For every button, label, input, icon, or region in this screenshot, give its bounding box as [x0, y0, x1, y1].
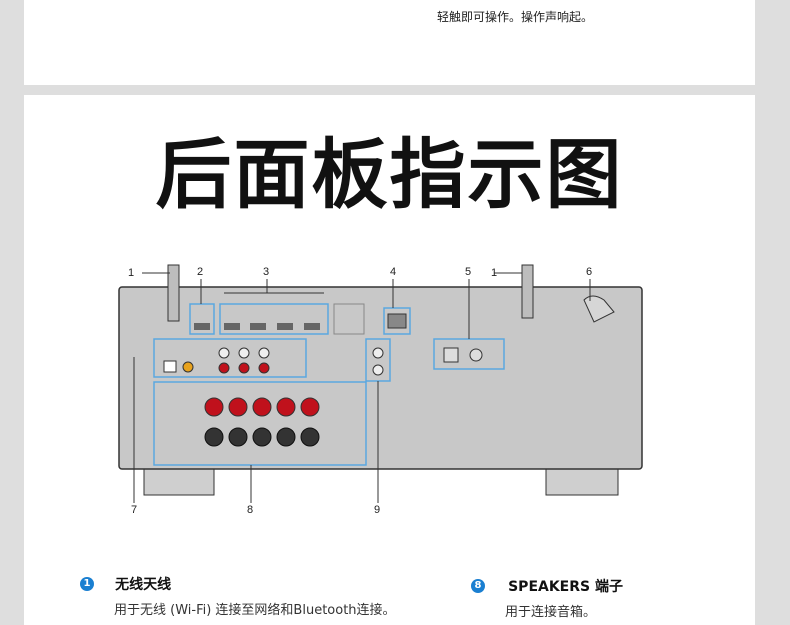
callout-8: 8: [247, 504, 254, 516]
callout-2: 2: [197, 266, 204, 278]
callout-9: 9: [374, 504, 381, 516]
speaker-terminal-black: [204, 427, 224, 447]
audio-jack: [218, 347, 230, 359]
speaker-terminal-black: [228, 427, 248, 447]
antenna-right: [521, 264, 534, 319]
main-content-card: 后面板指示图: [24, 95, 755, 625]
speaker-terminal-black: [300, 427, 320, 447]
hdmi-out-box: [189, 303, 215, 335]
item-description: 用于无线 (Wi-Fi) 连接至网络和Bluetooth连接。: [114, 602, 396, 618]
callout-7: 7: [131, 504, 138, 516]
subwoofer-jack: [372, 364, 384, 376]
speaker-terminals: [204, 397, 320, 447]
callout-6: 6: [586, 266, 593, 278]
legend-item-speakers-terminals: 8 SPEAKERS 端子 用于连接音箱。: [471, 575, 623, 620]
speaker-terminal-black: [252, 427, 272, 447]
power-cable: [583, 295, 615, 323]
callout-4: 4: [390, 266, 397, 278]
network-port: [387, 313, 407, 329]
speaker-terminal-red: [204, 397, 224, 417]
top-content-card: 轻触即可操作。操作声响起。: [24, 0, 755, 85]
hdmi-out-port: [194, 323, 210, 330]
fm-terminal: [469, 348, 483, 362]
page-title: 后面板指示图: [155, 130, 624, 219]
speaker-terminal-red: [276, 397, 296, 417]
antenna-left: [167, 264, 180, 322]
right-foot: [545, 466, 619, 496]
audio-inputs-box: [153, 338, 307, 378]
hdmi-blank-area: [333, 303, 365, 335]
touch-instruction-text: 轻触即可操作。操作声响起。: [437, 10, 594, 24]
speaker-terminal-red: [228, 397, 248, 417]
legend-item-wireless-antenna: 1 无线天线 用于无线 (Wi-Fi) 连接至网络和Bluetooth连接。: [80, 573, 396, 618]
hdmi-in-port: [250, 323, 266, 330]
hdmi-in-port: [224, 323, 240, 330]
item-title: 无线天线: [115, 576, 172, 593]
audio-jack: [238, 362, 250, 374]
callout-3: 3: [263, 266, 270, 278]
audio-jack: [218, 362, 230, 374]
item-number-badge: 1: [80, 576, 94, 591]
optical-input: [163, 360, 177, 373]
callout-1-left: 1: [128, 267, 135, 279]
item-number-badge: 8: [471, 578, 485, 593]
subwoofer-jack: [372, 347, 384, 359]
audio-jack: [238, 347, 250, 359]
speakers-box: [153, 381, 367, 466]
callout-lines: [133, 272, 591, 503]
network-box: [383, 307, 411, 335]
speaker-terminal-red: [300, 397, 320, 417]
chassis: [118, 286, 643, 470]
audio-jack: [258, 362, 270, 374]
coaxial-input: [182, 361, 194, 373]
item-description: 用于连接音箱。: [505, 604, 597, 620]
callout-1-right: 1: [491, 267, 498, 279]
hdmi-in-port: [304, 323, 320, 330]
left-foot: [143, 466, 215, 496]
hdmi-in-box: [219, 303, 329, 335]
rear-panel-diagram: [118, 264, 643, 503]
speaker-terminal-black: [276, 427, 296, 447]
item-title: SPEAKERS 端子: [508, 578, 623, 595]
hdmi-in-port: [277, 323, 293, 330]
am-terminal: [443, 347, 459, 363]
audio-jack: [258, 347, 270, 359]
speaker-terminal-red: [252, 397, 272, 417]
callout-5: 5: [465, 266, 472, 278]
